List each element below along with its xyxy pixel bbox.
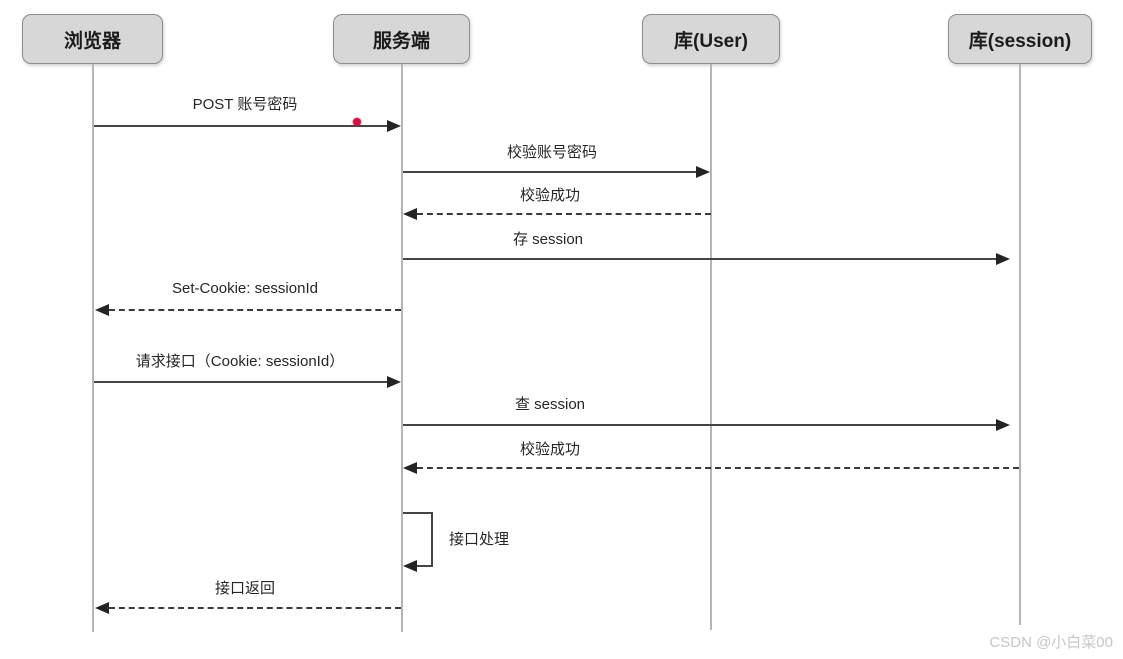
lifeline-browser (92, 64, 94, 632)
message-verify-credentials-label: 校验账号密码 (506, 144, 598, 161)
actor-label-server: 服务端 (372, 30, 430, 52)
self-loop-bottom-line (416, 565, 433, 567)
message-set-cookie-line (109, 309, 401, 311)
message-verify-success-session-label: 校验成功 (519, 441, 581, 458)
arrowhead-left-icon (403, 560, 417, 572)
watermark: CSDN @小白菜00 (989, 634, 1113, 651)
message-query-session-line (403, 424, 996, 426)
lifeline-db-session (1019, 64, 1021, 625)
self-loop-right-line (431, 512, 433, 567)
message-query-session-label: 查 session (514, 396, 586, 413)
message-api-response-label: 接口返回 (214, 580, 276, 597)
arrowhead-left-icon (403, 208, 417, 220)
lifeline-server (401, 64, 403, 632)
message-store-session-label: 存 session (512, 231, 584, 248)
arrowhead-right-icon (996, 253, 1010, 265)
message-verify-credentials-line (403, 171, 696, 173)
arrowhead-right-icon (696, 166, 710, 178)
actor-box-db-user: 库(User) (642, 14, 780, 64)
arrowhead-left-icon (95, 602, 109, 614)
message-set-cookie-label: Set-Cookie: sessionId (172, 280, 318, 297)
message-verify-success-user-label: 校验成功 (519, 187, 581, 204)
arrowhead-right-icon (387, 120, 401, 132)
message-store-session-line (403, 258, 996, 260)
message-verify-success-user-line (417, 213, 711, 215)
message-request-api-label: 请求接口（Cookie: sessionId） (135, 353, 345, 370)
message-request-api-line (94, 381, 387, 383)
message-post-credentials-line (94, 125, 387, 127)
actor-label-browser: 浏览器 (63, 30, 121, 52)
actor-label-db-user: 库(User) (674, 30, 748, 52)
arrowhead-left-icon (403, 462, 417, 474)
actor-box-browser: 浏览器 (22, 14, 163, 64)
message-verify-success-session-line (417, 467, 1019, 469)
message-post-credentials-label: POST 账号密码 (192, 96, 298, 113)
message-api-response-line (109, 607, 401, 609)
arrowhead-right-icon (996, 419, 1010, 431)
self-loop-top-line (403, 512, 433, 514)
actor-label-db-session: 库(session) (968, 30, 1072, 52)
actor-box-server: 服务端 (333, 14, 470, 64)
arrowhead-right-icon (387, 376, 401, 388)
message-api-processing-label: 接口处理 (449, 531, 510, 548)
arrowhead-left-icon (95, 304, 109, 316)
lifeline-db-user (710, 64, 712, 630)
cursor-dot (353, 118, 361, 126)
actor-box-db-session: 库(session) (948, 14, 1092, 64)
